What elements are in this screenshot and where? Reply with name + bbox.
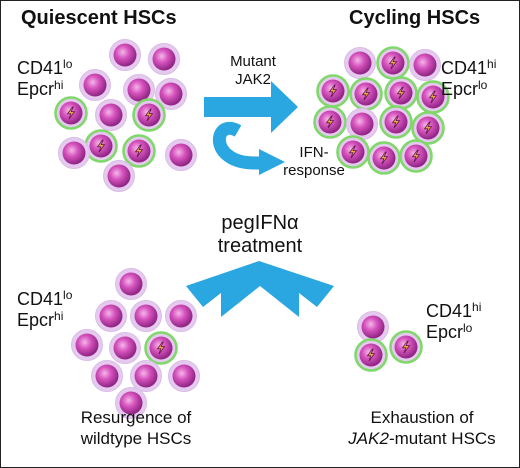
lightning-bolt-icon bbox=[134, 144, 144, 158]
jak2-mutant-cell bbox=[132, 98, 166, 132]
wildtype-cell bbox=[123, 74, 155, 106]
marker-label-bottom-right: CD41hi Epcrlo bbox=[426, 300, 482, 342]
caption-resurgence-wildtype: Resurgence of wildtype HSCs bbox=[80, 408, 192, 448]
ifn-response-label: IFN- response bbox=[283, 144, 345, 179]
cycling-cells bbox=[313, 46, 450, 175]
jak2-mutant-cell bbox=[54, 96, 88, 130]
wildtype-cell bbox=[344, 47, 376, 79]
wildtype-cell bbox=[109, 39, 141, 71]
wildtype-cell bbox=[409, 49, 441, 81]
jak2-mutant-cell bbox=[379, 105, 413, 139]
mutant-jak2-arrow bbox=[204, 81, 298, 133]
lightning-bolt-icon bbox=[361, 87, 371, 101]
ifn-response-arrowhead bbox=[259, 149, 285, 175]
wildtype-cell bbox=[165, 139, 197, 171]
mutant-exhaustion-cells bbox=[354, 311, 423, 372]
jak2-mutant-cell bbox=[122, 134, 156, 168]
quiescent-hscs-title: Quiescent HSCs bbox=[21, 7, 177, 29]
wildtype-cell bbox=[103, 160, 135, 192]
wildtype-cell bbox=[71, 329, 103, 361]
wildtype-cell bbox=[357, 311, 389, 343]
marker-label-bottom-left: CD41lo Epcrhi bbox=[17, 288, 73, 330]
wildtype-cell bbox=[115, 387, 147, 419]
lightning-bolt-icon bbox=[428, 90, 438, 104]
quiescent-cells bbox=[54, 39, 197, 192]
lightning-bolt-icon bbox=[423, 121, 433, 135]
lightning-bolt-icon bbox=[66, 106, 76, 120]
wildtype-cell bbox=[168, 360, 200, 392]
wildtype-cell bbox=[109, 332, 141, 364]
jak2-mutant-cell bbox=[367, 141, 401, 175]
jak2-mutant-cell bbox=[376, 46, 410, 80]
lightning-bolt-icon bbox=[401, 340, 411, 354]
lightning-bolt-icon bbox=[156, 341, 166, 355]
treatment-split-arrow bbox=[186, 261, 334, 317]
lightning-bolt-icon bbox=[396, 86, 406, 100]
caption-exhaustion-jak2-mutant: Exhaustion of JAK2-mutant HSCs bbox=[348, 408, 496, 448]
cycling-hscs-title: Cycling HSCs bbox=[349, 7, 481, 29]
lightning-bolt-icon bbox=[96, 139, 106, 153]
lightning-bolt-icon bbox=[144, 108, 154, 122]
cell-groups bbox=[54, 39, 450, 419]
pegifn-treatment-label: pegIFNα treatment bbox=[217, 212, 303, 257]
lightning-bolt-icon bbox=[328, 84, 338, 98]
lightning-bolt-icon bbox=[411, 149, 421, 163]
ifn-response-arrow bbox=[213, 122, 263, 170]
jak2-mutant-cell bbox=[389, 330, 423, 364]
jak2-mutant-cell bbox=[384, 76, 418, 110]
lightning-bolt-icon bbox=[348, 145, 358, 159]
wildtype-cell bbox=[130, 360, 162, 392]
jak2-mutant-cell bbox=[399, 139, 433, 173]
jak2-mutant-cell bbox=[349, 77, 383, 111]
wildtype-cell bbox=[115, 268, 147, 300]
lightning-bolt-icon bbox=[391, 115, 401, 129]
marker-label-top-left: CD41lo Epcrhi bbox=[17, 57, 73, 99]
wildtype-cell bbox=[95, 99, 127, 131]
wildtype-cell bbox=[58, 137, 90, 169]
wildtype-cell bbox=[346, 108, 378, 140]
wildtype-cell bbox=[165, 300, 197, 332]
lightning-bolt-icon bbox=[325, 115, 335, 129]
jak2-mutant-cell bbox=[354, 338, 388, 372]
marker-label-top-right: CD41hi Epcrlo bbox=[441, 57, 497, 99]
jak2-mutant-cell bbox=[144, 331, 178, 365]
wildtype-cell bbox=[130, 300, 162, 332]
lightning-bolt-icon bbox=[366, 348, 376, 362]
jak2-mutant-cell bbox=[316, 74, 350, 108]
wildtype-cell bbox=[155, 78, 187, 110]
lightning-bolt-icon bbox=[388, 56, 398, 70]
jak2-mutant-cell bbox=[411, 111, 445, 145]
lightning-bolt-icon bbox=[379, 151, 389, 165]
jak2-mutant-cell bbox=[313, 105, 347, 139]
wildtype-cell bbox=[79, 69, 111, 101]
jak2-mutant-cell bbox=[84, 129, 118, 163]
wildtype-resurgence-cells bbox=[71, 268, 200, 419]
wildtype-cell bbox=[95, 300, 127, 332]
wildtype-cell bbox=[91, 360, 123, 392]
mutant-jak2-label: Mutant JAK2 bbox=[230, 53, 276, 88]
wildtype-cell bbox=[148, 43, 180, 75]
